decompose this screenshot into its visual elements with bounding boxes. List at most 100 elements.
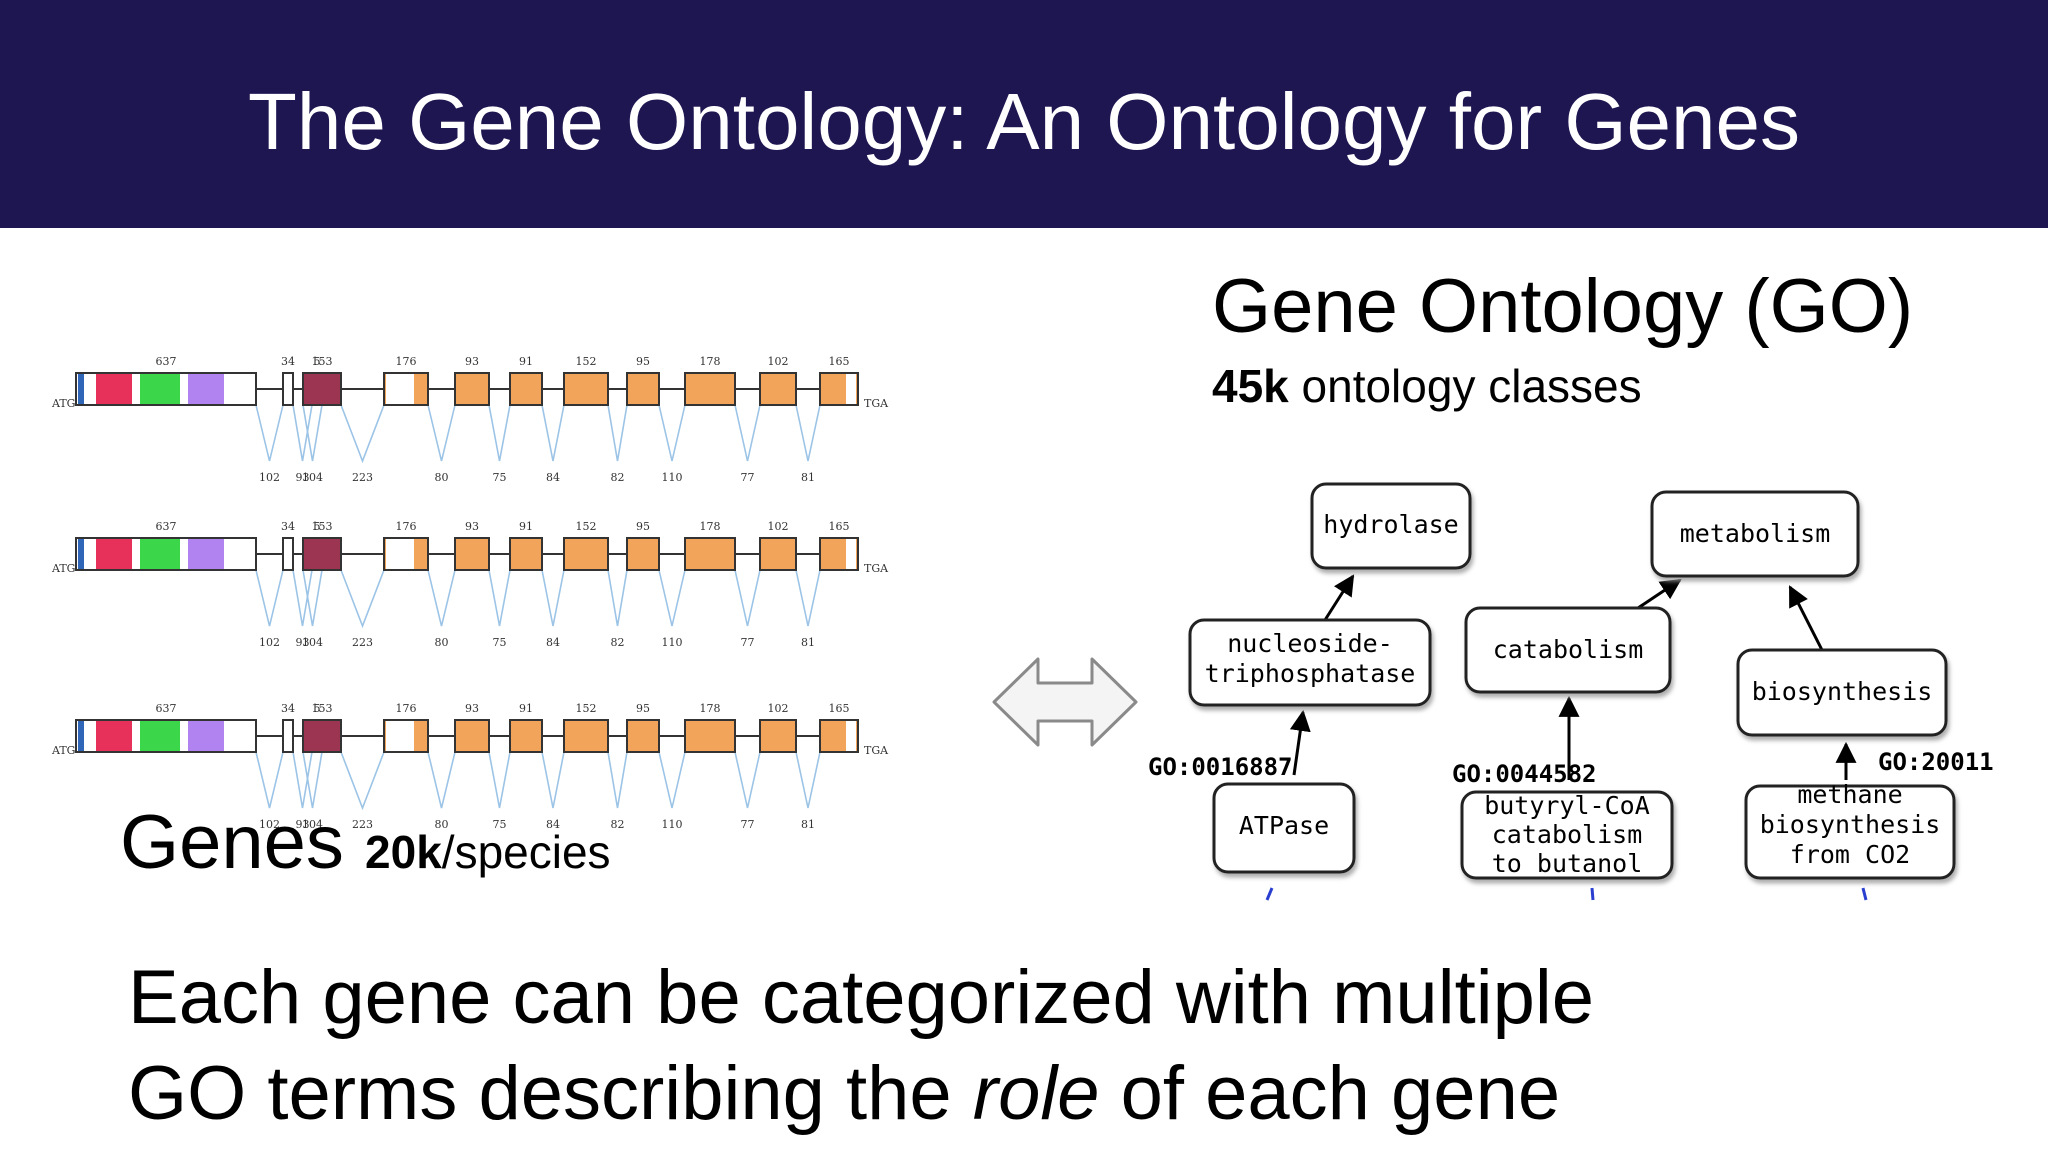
exon-block	[282, 372, 294, 406]
intron-line	[488, 404, 511, 462]
exon-block	[509, 372, 543, 406]
intron-line	[427, 404, 456, 462]
stop-codon-label: TGA	[864, 397, 889, 410]
intron-length-label: 77	[741, 471, 755, 484]
intron-line	[734, 569, 761, 627]
statement-text: Each gene can be categorized with multip…	[128, 950, 1594, 1142]
node-methane-label-3: from CO2	[1790, 840, 1910, 869]
exon-length-label: 95	[636, 520, 650, 533]
intron-length-label: 75	[493, 636, 507, 649]
exon-length-label: 5	[314, 355, 321, 368]
exon-length-label: 93	[465, 520, 479, 533]
intron-length-label: 82	[611, 636, 625, 649]
node-metabolism-label: metabolism	[1680, 519, 1831, 548]
intron-length-label: 84	[546, 471, 560, 484]
intron-length-label: 102	[259, 818, 280, 831]
intron-length-label: 93	[296, 818, 310, 831]
intron-line	[340, 569, 385, 629]
intron-length-label: 223	[352, 636, 373, 649]
exon-length-label: 637	[156, 702, 177, 715]
exon-length-label: 93	[465, 702, 479, 715]
exon-length-label: 176	[396, 355, 417, 368]
edge-atpase-nucleoside	[1289, 709, 1311, 776]
intron-line	[541, 751, 565, 809]
exon-utr-segment	[386, 539, 414, 569]
stop-codon-label: TGA	[864, 744, 889, 757]
exon-color-segment	[140, 539, 180, 569]
exon-length-label: 91	[519, 520, 533, 533]
start-codon-label: ATG	[51, 562, 75, 575]
exon-utr-segment	[846, 721, 856, 751]
exon-utr-segment	[846, 374, 856, 404]
intron-line	[658, 751, 686, 809]
exon-length-label: 5	[314, 702, 321, 715]
node-butyryl	[1460, 790, 1674, 880]
intron-line	[607, 404, 628, 462]
exon-color-segment	[188, 721, 224, 751]
exon-length-label: 152	[576, 520, 597, 533]
node-methane-label-1: methane	[1797, 780, 1902, 809]
intron-line	[734, 404, 761, 462]
exon-block	[454, 537, 490, 571]
node-nucleoside	[1188, 618, 1432, 707]
intron-line	[795, 404, 821, 462]
intron-length-label: 80	[435, 636, 449, 649]
exon-color-segment	[140, 721, 180, 751]
exon-block	[684, 537, 736, 571]
intron-length-label: 84	[546, 818, 560, 831]
exon-length-label: 152	[576, 702, 597, 715]
intron-line	[658, 569, 686, 627]
exon-block	[282, 537, 294, 571]
intron-length-label: 77	[741, 636, 755, 649]
go-id-butyryl: GO:0044582	[1452, 760, 1597, 788]
exon-color-segment	[78, 374, 84, 404]
exon-length-label: 178	[700, 355, 721, 368]
exon-block	[684, 719, 736, 753]
node-biosynthesis-label: biosynthesis	[1752, 677, 1933, 706]
exon-utr-segment	[846, 539, 856, 569]
statement-emphasis: role	[972, 1051, 1100, 1136]
intron-line	[255, 751, 284, 809]
intron-length-label: 110	[662, 818, 683, 831]
exon-length-label: 91	[519, 355, 533, 368]
exon-block	[454, 719, 490, 753]
exon-length-label: 153	[312, 702, 333, 715]
node-biosynthesis	[1736, 648, 1948, 737]
intron-line	[302, 751, 323, 809]
exon-block	[282, 719, 294, 753]
node-atpase-label: ATPase	[1239, 811, 1329, 840]
go-heading: Gene Ontology (GO)	[1212, 264, 1914, 349]
exon-block	[509, 537, 543, 571]
node-methane-label-2: biosynthesis	[1760, 810, 1941, 839]
go-graph: hydrolase metabolism nucleoside- triphos…	[1148, 482, 1994, 901]
exon-length-label: 637	[156, 355, 177, 368]
intron-line	[255, 404, 284, 462]
exon-length-label: 95	[636, 355, 650, 368]
exon-length-label: 91	[519, 702, 533, 715]
exon-block	[626, 719, 660, 753]
exon-utr-segment	[386, 721, 414, 751]
node-hydrolase-label: hydrolase	[1323, 510, 1458, 539]
statement-line-1: Each gene can be categorized with multip…	[128, 955, 1595, 1040]
intron-line	[292, 751, 313, 809]
intron-line	[658, 404, 686, 462]
node-butyryl-label-2: catabolism	[1492, 820, 1643, 849]
exon-color-segment	[188, 539, 224, 569]
go-class-count: 45k ontology classes	[1212, 358, 1642, 414]
edge-biosynthesis-metabolism	[1788, 585, 1824, 651]
node-hydrolase	[1310, 482, 1472, 570]
intron-length-label: 110	[662, 471, 683, 484]
intron-length-label: 102	[259, 636, 280, 649]
intron-line	[302, 569, 323, 627]
genes-caption: Genes 20k/species	[120, 798, 611, 897]
intron-length-label: 75	[493, 818, 507, 831]
intron-length-label: 82	[611, 818, 625, 831]
intron-length-label: 75	[493, 471, 507, 484]
exon-length-label: 153	[312, 355, 333, 368]
genes-label: Genes	[120, 800, 344, 885]
node-catabolism	[1464, 606, 1672, 694]
statement-line-2: GO terms describing the role of each gen…	[128, 1046, 1594, 1142]
intron-length-label: 81	[801, 636, 815, 649]
exon-block	[454, 372, 490, 406]
